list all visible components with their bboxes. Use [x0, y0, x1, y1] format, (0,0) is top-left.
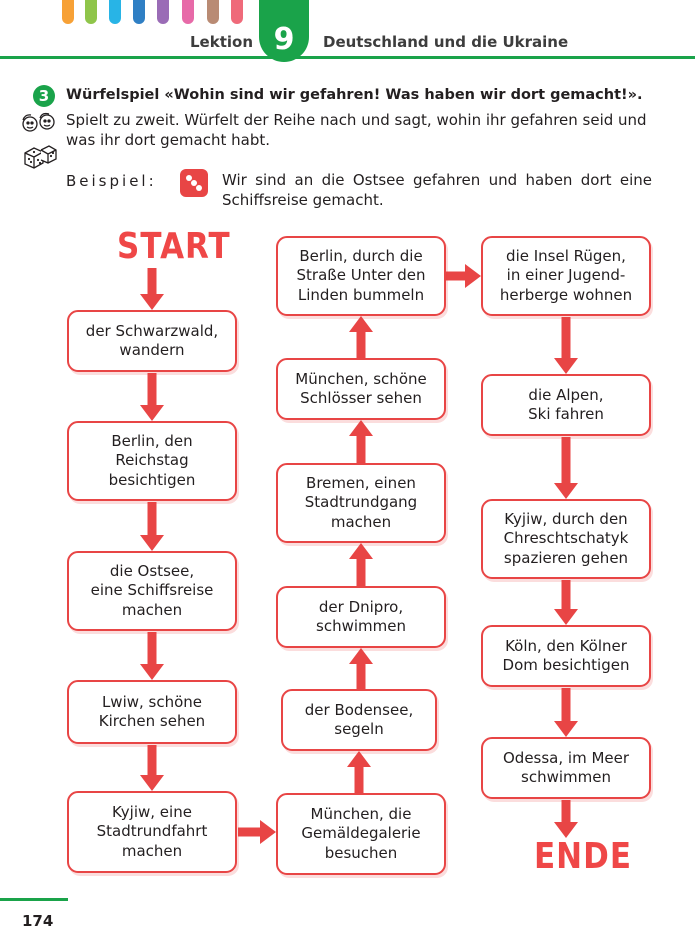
flow-arrow	[140, 373, 164, 421]
dice-icon	[24, 145, 57, 169]
flow-arrow	[554, 688, 578, 737]
red-die-icon	[180, 169, 208, 197]
flow-arrow	[349, 648, 373, 689]
color-tab	[157, 0, 169, 24]
color-tab	[109, 0, 121, 24]
flow-arrow	[554, 800, 578, 838]
game-step-box: Lwiw, schöne Kirchen sehen	[67, 680, 237, 744]
example-sentence: Wir sind an die Ostsee gefahren und habe…	[222, 171, 652, 209]
game-step-box: die Insel Rügen, in einer Jugend- herber…	[481, 236, 651, 316]
game-step-box: Berlin, durch die Straße Unter den Linde…	[276, 236, 446, 316]
flow-arrow	[446, 264, 481, 288]
flow-arrow	[238, 820, 276, 844]
header-rule	[0, 56, 695, 59]
game-step-box: der Schwarzwald, wandern	[67, 310, 237, 372]
game-step-box: Kyjiw, durch den Chreschtschatyk spazier…	[481, 499, 651, 579]
game-step-box: Kyjiw, eine Stadtrundfahrt machen	[67, 791, 237, 873]
game-step-box: Odessa, im Meer schwimmen	[481, 737, 651, 799]
flow-arrow	[140, 502, 164, 551]
game-step-box: München, schöne Schlösser sehen	[276, 358, 446, 420]
color-tab	[133, 0, 145, 24]
color-tab	[231, 0, 243, 24]
lektion-label: Lektion	[190, 33, 254, 51]
game-step-box: Köln, den Kölner Dom besichtigen	[481, 625, 651, 687]
end-label: ENDE	[534, 836, 633, 878]
game-step-box: München, die Gemäldegalerie besuchen	[276, 793, 446, 875]
flow-arrow	[554, 317, 578, 374]
color-tab	[207, 0, 219, 24]
flow-arrow	[349, 420, 373, 463]
pair-work-icon	[22, 112, 55, 132]
example-label: Beispiel:	[66, 172, 157, 190]
game-step-box: die Ostsee, eine Schiffsreise machen	[67, 551, 237, 631]
flow-arrow	[140, 632, 164, 680]
color-tab	[62, 0, 74, 24]
start-label: START	[117, 226, 231, 268]
flow-arrow	[349, 543, 373, 586]
flow-arrow	[554, 437, 578, 499]
flow-arrow	[140, 268, 164, 310]
page-number: 174	[22, 912, 54, 930]
footer-rule	[0, 898, 68, 901]
color-tab	[85, 0, 97, 24]
exercise-title: Würfelspiel «Wohin sind wir gefahren! Wa…	[66, 87, 643, 103]
game-step-box: Bremen, einen Stadtrundgang machen	[276, 463, 446, 543]
flow-arrow	[140, 745, 164, 791]
flow-arrow	[347, 751, 371, 793]
game-step-box: Berlin, den Reichstag besichtigen	[67, 421, 237, 501]
flow-arrow	[349, 316, 373, 358]
game-step-box: der Bodensee, segeln	[281, 689, 437, 751]
lektion-title: Deutschland und die Ukraine	[323, 33, 569, 51]
flow-arrow	[554, 580, 578, 625]
lektion-number-badge: 9	[259, 0, 309, 62]
exercise-number-badge: 3	[33, 85, 55, 107]
color-tab	[182, 0, 194, 24]
exercise-instruction: Spielt zu zweit. Würfelt der Reihe nach …	[66, 111, 647, 149]
game-step-box: der Dnipro, schwimmen	[276, 586, 446, 648]
game-step-box: die Alpen, Ski fahren	[481, 374, 651, 436]
